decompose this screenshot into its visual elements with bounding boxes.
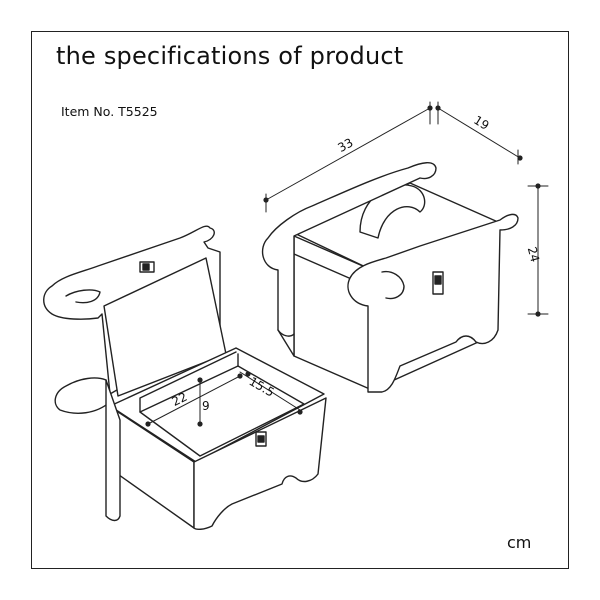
closed-box-illustration [261,162,519,393]
dimension-inner-length: 22 [170,390,190,409]
dimension-inner-height: 9 [202,399,210,413]
inner-dimension-dots [145,371,303,427]
dimension-depth: 19 [471,113,491,133]
dimension-width: 33 [335,135,355,155]
open-box-illustration [43,225,327,531]
dimension-height: 24 [525,245,542,263]
item-number: Item No. T5525 [61,104,158,119]
unit-label: cm [507,533,532,552]
inner-dimension-lines [147,371,301,425]
dimension-dots [263,105,541,317]
spec-frame [31,31,569,569]
page-title: the specifications of product [56,42,404,70]
